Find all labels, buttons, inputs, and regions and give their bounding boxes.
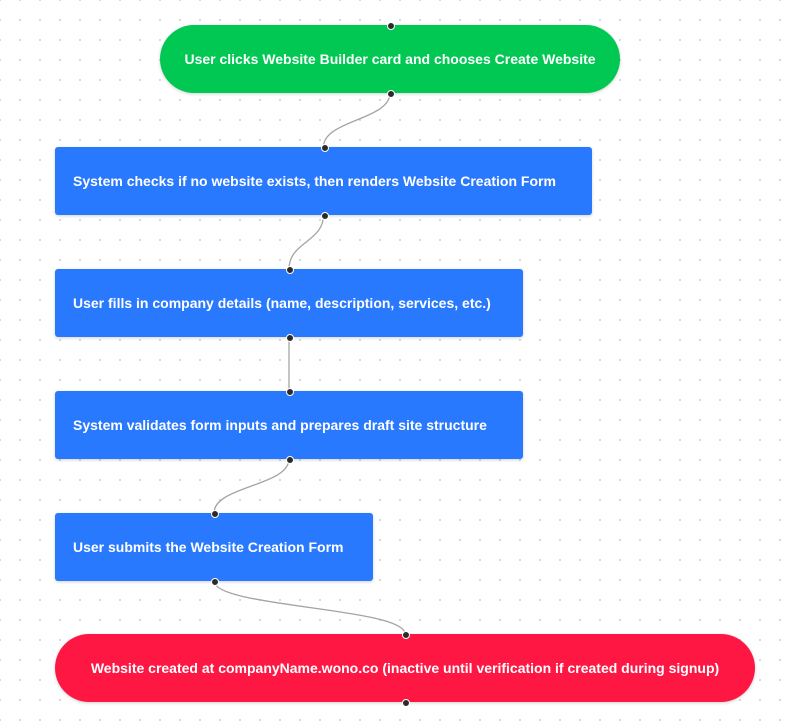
fill-details-node-label: User fills in company details (name, des… xyxy=(73,295,491,311)
validate-source-handle[interactable] xyxy=(286,456,294,464)
start-node[interactable]: User clicks Website Builder card and cho… xyxy=(160,25,620,93)
fill-source-handle[interactable] xyxy=(286,334,294,342)
submit-form-node-label: User submits the Website Creation Form xyxy=(73,539,344,555)
validate-target-handle[interactable] xyxy=(286,388,294,396)
end-node-label: Website created at companyName.wono.co (… xyxy=(90,660,720,676)
edge-check-to-fill xyxy=(288,214,325,270)
check-website-node[interactable]: System checks if no website exists, then… xyxy=(55,147,592,215)
validate-inputs-node[interactable]: System validates form inputs and prepare… xyxy=(55,391,523,459)
edge-validate-to-submit xyxy=(213,458,290,514)
end-node[interactable]: Website created at companyName.wono.co (… xyxy=(55,634,755,702)
edge-start-to-check xyxy=(322,92,391,148)
fill-details-node[interactable]: User fills in company details (name, des… xyxy=(55,269,523,337)
start-target-handle[interactable] xyxy=(387,22,395,30)
start-source-handle[interactable] xyxy=(387,90,395,98)
submit-source-handle[interactable] xyxy=(211,578,219,586)
start-node-label: User clicks Website Builder card and cho… xyxy=(184,51,596,67)
end-source-handle[interactable] xyxy=(402,699,410,707)
check-target-handle[interactable] xyxy=(320,144,329,152)
edge-submit-to-end xyxy=(213,580,406,635)
check-source-handle[interactable] xyxy=(320,212,329,220)
submit-form-node[interactable]: User submits the Website Creation Form xyxy=(55,513,373,581)
end-target-handle[interactable] xyxy=(402,631,410,639)
check-website-node-label: System checks if no website exists, then… xyxy=(73,173,556,189)
fill-target-handle[interactable] xyxy=(286,266,294,274)
validate-inputs-node-label: System validates form inputs and prepare… xyxy=(73,417,487,433)
submit-target-handle[interactable] xyxy=(211,510,219,518)
